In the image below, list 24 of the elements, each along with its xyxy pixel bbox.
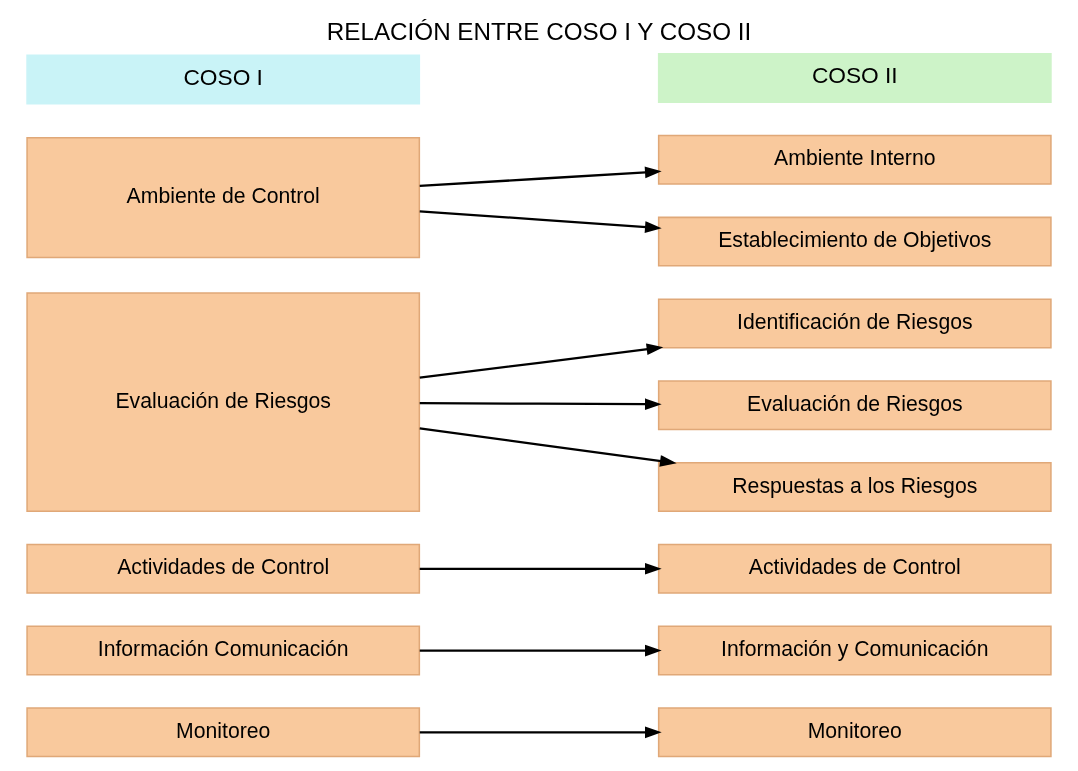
- arrow: [419, 210, 662, 233]
- node-box: Actividades de Control: [26, 543, 421, 594]
- node-box: Actividades de Control: [657, 543, 1052, 594]
- node-box: Establecimiento de Objetivos: [657, 216, 1052, 267]
- node-box: COSO II: [657, 53, 1052, 104]
- node-box: Monitoreo: [657, 707, 1052, 758]
- arrow: [419, 726, 662, 739]
- arrow: [419, 427, 677, 467]
- node-box: Información y Comunicación: [657, 625, 1052, 676]
- arrow: [419, 343, 664, 379]
- arrow: [419, 644, 662, 657]
- node-box: COSO I: [26, 54, 421, 105]
- arrow: [419, 562, 662, 575]
- node-box: Ambiente de Control: [26, 137, 421, 259]
- node-box: Evaluación de Riesgos: [657, 380, 1052, 431]
- arrow: [419, 166, 662, 188]
- diagram-title: RELACIÓN ENTRE COSO I Y COSO II: [326, 17, 752, 45]
- node-box: Monitoreo: [26, 707, 421, 758]
- node-box: Respuestas a los Riesgos: [657, 462, 1052, 512]
- node-box: Información Comunicación: [26, 625, 421, 676]
- node-box: Identificación de Riesgos: [657, 298, 1052, 349]
- arrow: [419, 398, 662, 411]
- node-box: Ambiente Interno: [657, 134, 1052, 185]
- node-box: Evaluación de Riesgos: [26, 292, 421, 512]
